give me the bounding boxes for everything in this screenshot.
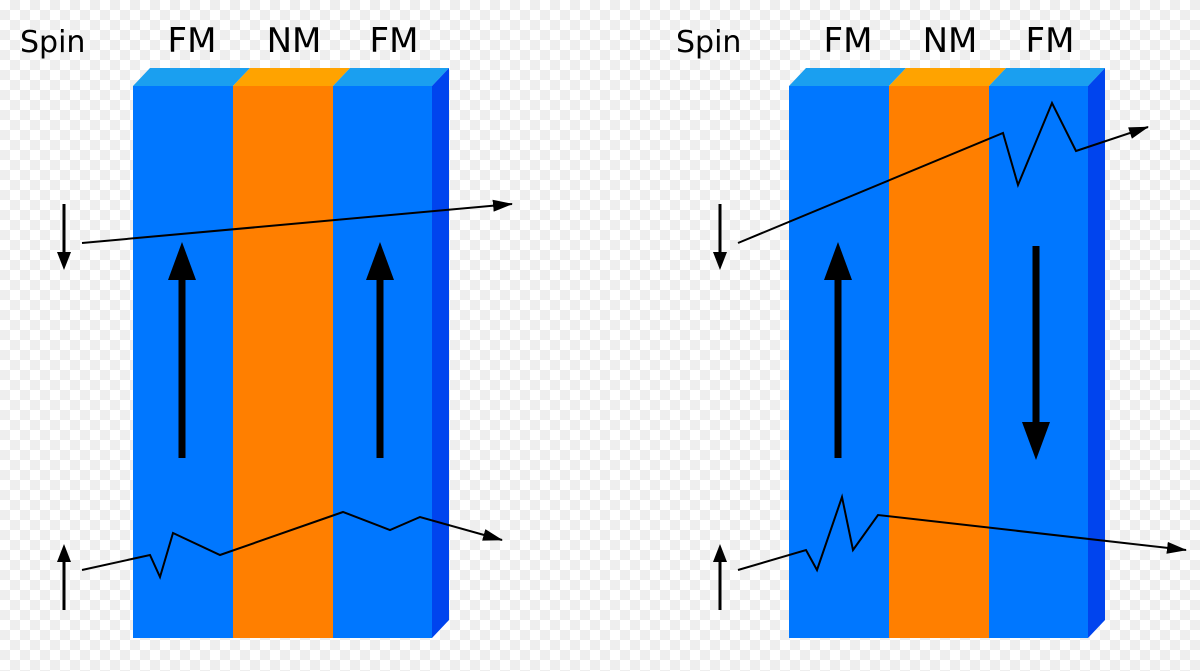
fm-layer-2-top [333, 68, 449, 86]
panel-antiparallel: Spin FM NM FM [676, 21, 1187, 638]
spin-down-arrowhead [713, 252, 727, 270]
layer-label-nm: NM [267, 21, 322, 61]
fm-layer-2-side [432, 68, 449, 638]
layer-label-fm-2: FM [1026, 21, 1075, 61]
spin-down-electron-path [81, 199, 513, 244]
layer-label-fm-1: FM [824, 21, 873, 61]
spin-up-arrowhead [713, 544, 727, 562]
fm-layer-1-top [789, 68, 906, 86]
layer-label-nm: NM [923, 21, 978, 61]
magnetization-arrowhead-down [1022, 422, 1050, 460]
panel-parallel: Spin FM NM FM [20, 21, 513, 638]
spin-up-electron-path [737, 493, 1187, 573]
magnetization-arrowhead-up-2 [366, 242, 394, 280]
nm-layer-top [889, 68, 1006, 86]
spin-up-arrowhead [57, 544, 71, 562]
spin-label: Spin [676, 25, 741, 60]
spin-up-electron-path [81, 510, 503, 580]
nm-layer-top [233, 68, 350, 86]
layer-label-fm-1: FM [168, 21, 217, 61]
fm-layer-2-side [1088, 68, 1105, 638]
layer-label-fm-2: FM [370, 21, 419, 61]
nm-layer [233, 86, 333, 638]
fm-layer-2-top [989, 68, 1105, 86]
spin-down-arrowhead [57, 252, 71, 270]
spin-down-electron-path [737, 100, 1149, 244]
nm-layer [889, 86, 989, 638]
spin-label: Spin [20, 25, 85, 60]
magnetization-arrowhead-up-1 [168, 242, 196, 280]
fm-layer-1-top [133, 68, 250, 86]
magnetization-arrowhead-up [824, 242, 852, 280]
